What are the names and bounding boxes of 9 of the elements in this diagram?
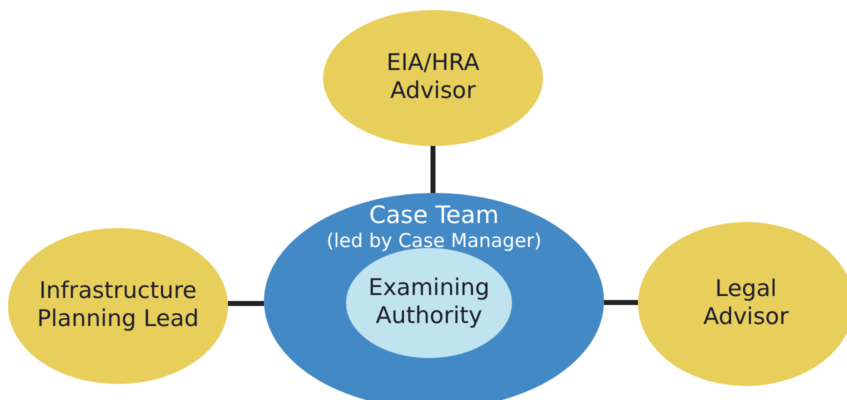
connector-line <box>228 301 264 306</box>
connector-line <box>430 146 436 193</box>
connector-line <box>604 300 638 305</box>
role-label: Legal Advisor <box>702 276 790 332</box>
team-subtitle: (led by Case Manager) <box>325 230 543 253</box>
role-label: Examining Authority <box>367 275 491 331</box>
role-label: Infrastructure Planning Lead <box>36 278 200 334</box>
role-label: EIA/HRA Advisor <box>386 50 480 106</box>
team-title: Case Team <box>368 201 500 230</box>
